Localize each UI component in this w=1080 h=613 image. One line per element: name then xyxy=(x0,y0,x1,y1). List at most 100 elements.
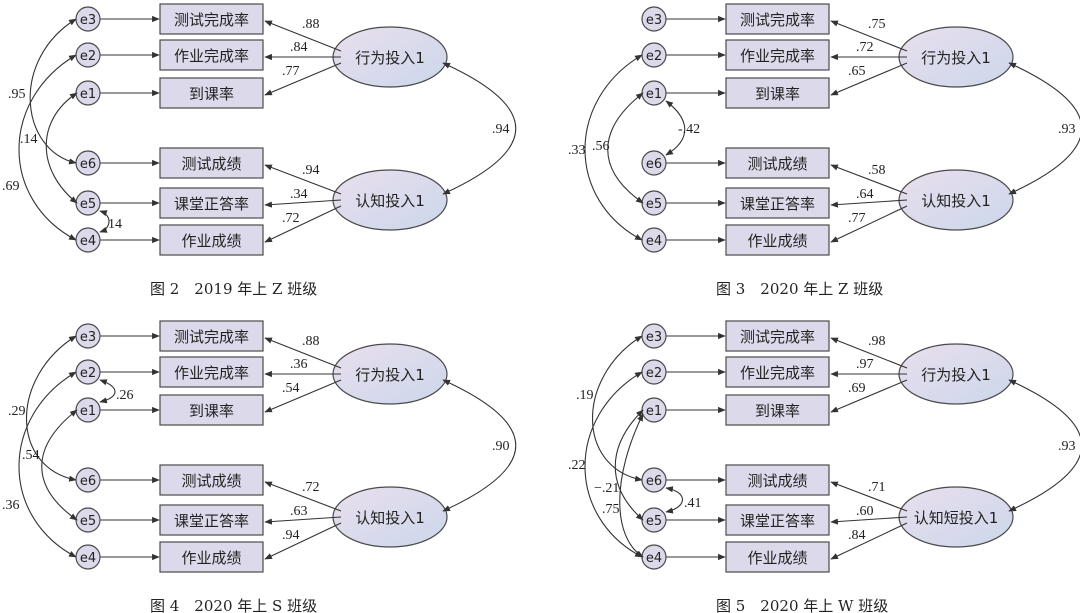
factor-correlation-curve xyxy=(1008,379,1080,512)
error-term-label: e1 xyxy=(80,87,96,102)
error-term-label: e1 xyxy=(80,404,96,419)
indicator-label: 到课率 xyxy=(755,85,800,103)
indicator-box xyxy=(159,77,264,109)
loading-arrow xyxy=(264,199,342,208)
indicator-label: 课堂正答率 xyxy=(174,512,249,530)
error-covariance-value: .56 xyxy=(592,139,610,154)
error-term-label: e5 xyxy=(646,197,662,212)
loading-arrow xyxy=(264,205,342,243)
indicator-box xyxy=(725,77,830,109)
loading-arrow xyxy=(830,199,908,208)
indicator-label: 课堂正答率 xyxy=(740,195,815,213)
loading-value: .60 xyxy=(856,504,874,519)
error-covariance-value: .26 xyxy=(116,388,134,403)
error-covariance-value: .22 xyxy=(568,458,586,473)
indicator-label: 作业成绩 xyxy=(747,549,807,567)
loading-value: .88 xyxy=(302,17,320,32)
latent-factor-label: 认知短投入1 xyxy=(914,509,999,527)
factor-correlation-value: .93 xyxy=(1058,122,1076,137)
indicator-label: 测试成绩 xyxy=(747,155,807,173)
error-term-label: e6 xyxy=(646,157,662,172)
error-covariance-value: −.21 xyxy=(594,481,619,496)
factor-correlation-value: .94 xyxy=(492,122,510,137)
error-covariance-curve xyxy=(99,379,116,404)
error-term-label: e1 xyxy=(646,87,662,102)
indicator-label: 测试完成率 xyxy=(174,11,249,29)
latent-factor-label: 行为投入1 xyxy=(921,366,991,384)
loading-arrow xyxy=(830,205,908,243)
indicator-label: 作业完成率 xyxy=(174,364,249,382)
indicator-box xyxy=(159,224,264,256)
factor-correlation-curve xyxy=(1008,62,1080,195)
error-covariance-curve xyxy=(18,54,77,241)
indicator-box xyxy=(725,147,830,179)
error-covariance-value: -.42 xyxy=(678,122,700,137)
error-term-label: e3 xyxy=(646,330,662,345)
loading-arrow xyxy=(264,62,342,96)
loading-arrow xyxy=(830,62,908,96)
error-covariance-curve xyxy=(18,371,77,558)
loading-value: .65 xyxy=(848,64,866,79)
error-term-label: e2 xyxy=(80,49,96,64)
latent-factor-label: 认知投入1 xyxy=(355,192,425,210)
indicator-box xyxy=(725,464,830,496)
indicator-label: 课堂正答率 xyxy=(740,512,815,530)
loading-value: .98 xyxy=(868,334,886,349)
loading-arrow xyxy=(264,516,342,525)
figure-caption: 图 4 2020 年上 S 班级 xyxy=(150,597,317,613)
error-covariance-curve xyxy=(614,409,644,521)
error-covariance-curve xyxy=(45,92,78,204)
loading-arrow xyxy=(264,522,342,560)
loading-value: .71 xyxy=(868,480,886,495)
error-term-label: e4 xyxy=(646,234,662,249)
loading-value: .63 xyxy=(290,504,308,519)
error-covariance-curve xyxy=(584,54,643,241)
error-term-label: e2 xyxy=(646,49,662,64)
indicator-label: 作业成绩 xyxy=(747,232,807,250)
indicator-label: 测试成绩 xyxy=(181,155,241,173)
error-term-label: e4 xyxy=(80,234,96,249)
loading-arrow xyxy=(830,20,908,52)
indicator-box xyxy=(159,394,264,426)
error-covariance-curve xyxy=(619,413,644,558)
indicator-box xyxy=(725,504,830,536)
error-covariance-curve xyxy=(99,210,110,233)
indicator-label: 作业完成率 xyxy=(174,47,249,65)
error-term-label: e3 xyxy=(646,13,662,28)
error-term-label: e5 xyxy=(646,514,662,529)
loading-arrow xyxy=(264,164,342,195)
error-term-label: e4 xyxy=(80,551,96,566)
factor-correlation-value: .93 xyxy=(1058,439,1076,454)
latent-factor-label: 认知投入1 xyxy=(355,509,425,527)
indicator-box xyxy=(159,356,264,388)
loading-value: .97 xyxy=(856,357,874,372)
error-term-label: e6 xyxy=(646,474,662,489)
error-covariance-value: 14 xyxy=(108,217,122,232)
loading-value: .88 xyxy=(302,334,320,349)
indicator-box xyxy=(159,187,264,219)
factor-correlation-curve xyxy=(442,62,517,195)
indicator-box xyxy=(725,224,830,256)
loading-arrow xyxy=(264,481,342,512)
figure-caption: 图 2 2019 年上 Z 班级 xyxy=(150,280,317,298)
indicator-label: 测试完成率 xyxy=(740,11,815,29)
indicator-box xyxy=(725,356,830,388)
loading-value: .84 xyxy=(290,40,308,55)
loading-arrow xyxy=(830,337,908,369)
latent-factor-label: 行为投入1 xyxy=(355,366,425,384)
indicator-box xyxy=(159,320,264,352)
indicator-box xyxy=(159,147,264,179)
indicator-box xyxy=(725,3,830,35)
indicator-label: 作业完成率 xyxy=(740,47,815,65)
error-covariance-curve xyxy=(665,486,684,514)
loading-value: .64 xyxy=(856,187,874,202)
indicator-box xyxy=(159,3,264,35)
error-term-label: e6 xyxy=(80,474,96,489)
error-covariance-curve xyxy=(665,100,686,156)
indicator-label: 课堂正答率 xyxy=(174,195,249,213)
error-covariance-value: .75 xyxy=(602,502,620,517)
